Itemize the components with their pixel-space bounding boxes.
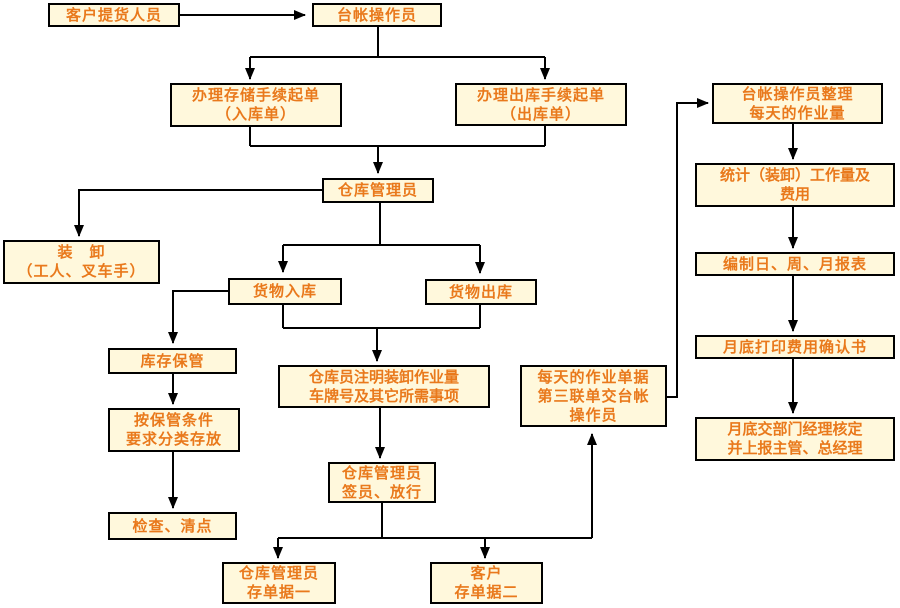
node-print-fee-confirmation: 月底打印费用确认书 (695, 335, 895, 359)
edge-goods-merge-trunk (282, 305, 481, 329)
node-month-end-approval: 月底交部门经理核定 并上报主管、总经理 (695, 417, 895, 461)
node-clerk-notes-workload: 仓库员注明装卸作业量 车牌号及其它所需事项 (278, 365, 490, 408)
node-manager-sign-release: 仓库管理员 签员、放行 (328, 462, 436, 503)
node-label: 装 卸 （工人、叉车手） (17, 243, 146, 280)
node-daily-docs-to-ledger: 每天的作业单据 第三联单交台帐 操作员 (520, 365, 667, 427)
node-label: 仓库管理员 签员、放行 (341, 463, 422, 501)
node-label: 仓库管理员 (337, 181, 418, 199)
node-label: 月底交部门经理核定 并上报主管、总经理 (727, 420, 863, 457)
node-customer-keeps-copy2: 客户 存单据二 (430, 562, 543, 604)
node-storage-procedure-order: 办理存储手续起单 （入库单） (170, 83, 342, 127)
edge-inbound-to-inventory (168, 290, 228, 344)
node-label: 办理出库手续起单 （出库单） (476, 85, 605, 123)
node-label: 货物入库 (252, 282, 317, 300)
node-ledger-operator-collate: 台帐操作员整理 每天的作业量 (712, 83, 883, 124)
edge-ledger-split-trunk (250, 27, 545, 58)
node-label: 仓库员注明装卸作业量 车牌号及其它所需事项 (308, 367, 459, 405)
node-compile-reports: 编制日、周、月报表 (695, 252, 895, 276)
edge-manager-split-trunk (283, 203, 480, 246)
edge-daily-docs-to-collate (667, 98, 709, 398)
node-ledger-operator: 台帐操作员 (312, 3, 442, 27)
node-warehouse-manager: 仓库管理员 (322, 178, 434, 203)
node-label: 每天的作业单据 第三联单交台帐 操作员 (537, 367, 650, 424)
node-goods-outbound: 货物出库 (425, 279, 537, 305)
node-label: 台帐操作员整理 每天的作业量 (741, 84, 854, 122)
node-label: 检查、清点 (132, 516, 213, 535)
node-outbound-procedure-order: 办理出库手续起单 （出库单） (455, 83, 627, 126)
node-goods-inbound: 货物入库 (228, 278, 342, 305)
node-label: 库存保管 (140, 351, 205, 370)
node-label: 客户提货人员 (65, 5, 162, 24)
node-label: 台帐操作员 (336, 5, 417, 24)
node-label: 办理存储手续起单 （入库单） (191, 86, 320, 123)
edge-orders-merge-trunk (249, 126, 546, 147)
node-loading-unloading: 装 卸 （工人、叉车手） (3, 240, 160, 284)
node-classified-storage: 按保管条件 要求分类存放 (108, 408, 240, 452)
node-label: 货物出库 (448, 282, 513, 301)
node-customer-pickup-staff: 客户提货人员 (48, 3, 180, 27)
node-label: 统计（装卸）工作量及 费用 (719, 166, 870, 203)
node-label: 按保管条件 要求分类存放 (125, 411, 222, 448)
edge-sign-release-split-trunk (278, 503, 592, 539)
node-label: 客户 存单据二 (454, 564, 519, 601)
node-inventory-keeping: 库存保管 (108, 348, 237, 374)
node-label: 月底打印费用确认书 (722, 337, 867, 356)
node-label: 编制日、周、月报表 (722, 254, 867, 273)
node-stats-workload-fees: 统计（装卸）工作量及 费用 (695, 163, 895, 207)
node-inspection-count: 检查、清点 (108, 512, 237, 540)
node-label: 仓库管理员 存单据一 (238, 564, 319, 601)
edge-manager-to-loading (74, 189, 322, 237)
node-manager-keeps-copy1: 仓库管理员 存单据一 (222, 562, 336, 604)
